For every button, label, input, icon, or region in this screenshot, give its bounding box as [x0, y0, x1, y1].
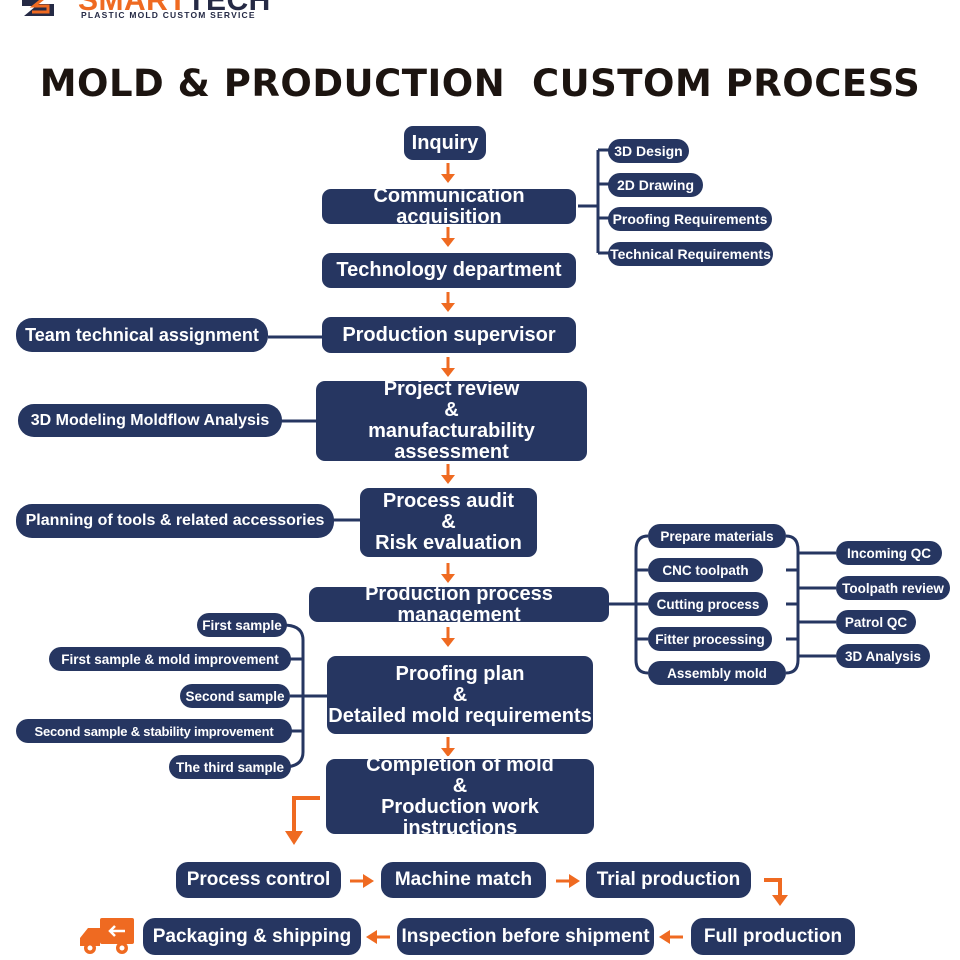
arrow-left-2	[366, 930, 390, 944]
arrow-elbow-left	[285, 796, 320, 845]
qc-3d-analysis: 3D Analysis	[836, 644, 930, 668]
node-process-audit-line3: Risk evaluation	[375, 532, 522, 554]
step-cutting-process: Cutting process	[648, 592, 768, 616]
sample-second: Second sample	[180, 684, 290, 708]
branch-3d-design: 3D Design	[608, 139, 689, 163]
brand-logo: SMARTTECH PLASTIC MOLD CUSTOM SERVICE	[20, 0, 270, 26]
branch-team-technical-assignment: Team technical assignment	[16, 318, 268, 352]
arrow-down-5	[441, 464, 455, 484]
delivery-truck-icon	[80, 918, 134, 954]
node-project-review-line2: &	[444, 399, 459, 421]
logo-word-smart: SMART	[78, 0, 188, 17]
node-process-audit: Process audit & Risk evaluation	[360, 488, 537, 557]
logo-tagline: PLASTIC MOLD CUSTOM SERVICE	[81, 10, 256, 20]
node-proofing-plan-line2: &	[452, 683, 468, 706]
sample-third: The third sample	[169, 755, 291, 779]
node-completion-of-mold: Completion of mold & Production work ins…	[326, 754, 594, 838]
node-inquiry: Inquiry	[404, 126, 486, 160]
node-proofing-plan-line3: Detailed mold requirements	[328, 704, 592, 727]
qc-toolpath-review: Toolpath review	[836, 576, 950, 600]
step-cnc-toolpath: CNC toolpath	[648, 558, 763, 582]
logo-wordmark: SMARTTECH	[78, 0, 271, 18]
node-project-review-line3: manufacturability assessment	[368, 420, 535, 463]
sample-first-improvement: First sample & mold improvement	[49, 647, 291, 671]
node-proofing-plan-line1: Proofing plan	[395, 662, 525, 685]
logo-word-tech: TECH	[187, 0, 271, 17]
node-communication-acquisition: Communication acquisition	[322, 185, 576, 227]
node-trial-production: Trial production	[586, 862, 751, 898]
arrow-down-1	[441, 163, 455, 183]
node-packaging-shipping: Packaging & shipping	[143, 918, 361, 955]
sample-second-stability: Second sample & stability improvement	[16, 719, 292, 743]
branch-2d-drawing: 2D Drawing	[608, 173, 703, 197]
branch-planning-tools: Planning of tools & related accessories	[16, 504, 334, 538]
node-production-supervisor: Production supervisor	[322, 317, 576, 353]
arrow-elbow-right	[764, 878, 788, 906]
page-title: MOLD & PRODUCTION CUSTOM PROCESS	[39, 62, 921, 105]
node-project-review-line1: Project review	[383, 378, 520, 400]
node-inspection-before-shipment: Inspection before shipment	[397, 918, 654, 955]
branch-3d-modeling-moldflow: 3D Modeling Moldflow Analysis	[18, 404, 282, 437]
arrow-down-3	[441, 292, 455, 312]
qc-incoming: Incoming QC	[836, 541, 942, 565]
node-machine-match: Machine match	[381, 862, 546, 898]
arrow-right-2	[556, 874, 580, 888]
arrow-left-1	[659, 930, 683, 944]
logo-mark-icon	[22, 0, 54, 16]
arrow-down-4	[441, 357, 455, 377]
sample-first: First sample	[197, 613, 287, 637]
arrow-down-7	[441, 627, 455, 647]
node-process-control: Process control	[176, 862, 341, 898]
branch-proofing-requirements: Proofing Requirements	[608, 207, 772, 231]
step-assembly-mold: Assembly mold	[648, 661, 786, 685]
node-completion-line1: Completion of mold	[366, 753, 554, 776]
node-full-production: Full production	[691, 918, 855, 955]
node-project-review: Project review & manufacturability asses…	[316, 378, 587, 463]
arrow-down-8	[441, 737, 455, 757]
step-prepare-materials: Prepare materials	[648, 524, 786, 548]
arrow-down-6	[441, 563, 455, 583]
node-completion-line3: Production work instructions	[381, 795, 539, 839]
node-completion-line2: &	[452, 774, 468, 797]
qc-patrol: Patrol QC	[836, 610, 916, 634]
branch-technical-requirements: Technical Requirements	[608, 242, 773, 266]
step-fitter-processing: Fitter processing	[648, 627, 772, 651]
node-production-process-management: Production process management	[309, 583, 609, 625]
node-proofing-plan: Proofing plan & Detailed mold requiremen…	[327, 656, 593, 734]
arrow-right-1	[350, 874, 374, 888]
node-technology-department: Technology department	[322, 253, 576, 288]
node-process-audit-line2: &	[441, 511, 456, 533]
arrow-down-2	[441, 227, 455, 247]
node-process-audit-line1: Process audit	[382, 490, 515, 512]
